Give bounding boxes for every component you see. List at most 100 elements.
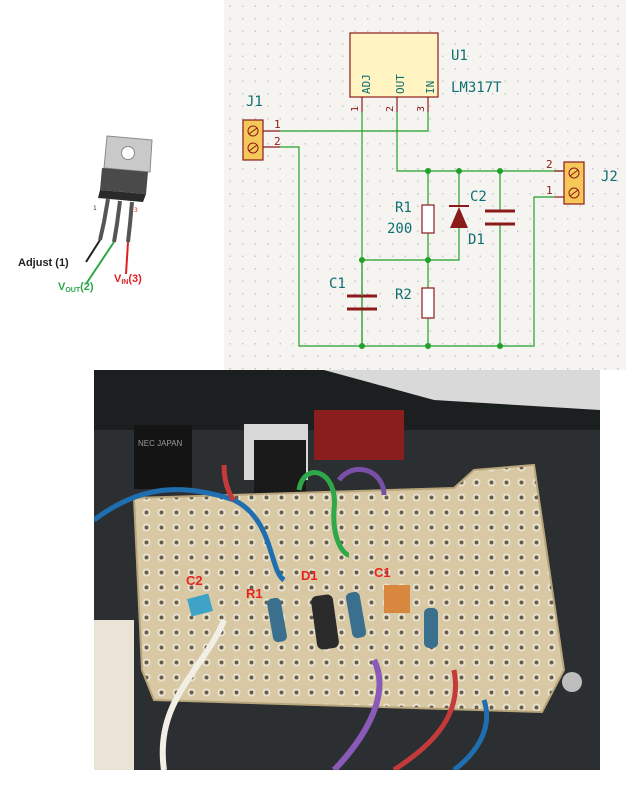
red-wire-bottom [392, 669, 458, 770]
vout-label-main: V [58, 281, 66, 293]
connector-j1: J1 1 2 [242, 94, 281, 161]
vout-label: VOUT(2) [58, 281, 94, 294]
wire-out-node [396, 112, 564, 172]
junction-dot [425, 168, 431, 174]
r1-body [421, 204, 435, 234]
metal-bracket [324, 370, 600, 410]
c2-ref: C2 [470, 189, 487, 205]
regulator-pins [361, 97, 429, 112]
adjust-label: Adjust (1) [18, 257, 69, 269]
pinout-illustration: 1 3 Adjust (1) VOUT(2) VIN(3) [0, 0, 224, 370]
leg-1 [98, 198, 110, 241]
junction-dot [497, 168, 503, 174]
adjust-leader [85, 239, 101, 263]
j2-pin-1: 1 [546, 184, 553, 197]
junctions [359, 168, 503, 349]
vout-label-sub: OUT [65, 287, 81, 294]
vout-leader [85, 241, 115, 285]
perfboard-photo: NEC JAPAN C2 R1 D1 C1 [94, 370, 600, 770]
vout-label-pin: (2) [80, 281, 94, 293]
vin-label-sub: IN [121, 279, 129, 286]
j2-pin-2: 2 [546, 158, 553, 171]
purple-wire-bottom [331, 658, 383, 770]
junction-dot [425, 343, 431, 349]
resistor-r2-photo [345, 591, 367, 639]
photo-label-d1: D1 [301, 568, 318, 583]
wire-adj-node [362, 228, 460, 261]
d1-ref: D1 [468, 232, 485, 248]
adjust-label-text: Adjust (1) [18, 257, 69, 269]
junction-dot [425, 257, 431, 263]
pin-name-adj: ADJ [360, 74, 373, 94]
leg-2 [112, 200, 122, 243]
resistor-r1: R1 200 [387, 200, 435, 237]
diode-d1-photo [311, 594, 339, 650]
photo-label-r1: R1 [246, 586, 263, 601]
j2-screw-2 [568, 187, 580, 199]
vin-label: VIN(3) [114, 273, 142, 286]
schematic-panel: ADJ OUT IN 1 2 3 U1 LM317T J1 1 2 [224, 0, 626, 370]
resistor-r2: R2 [395, 287, 435, 319]
wires [280, 112, 564, 347]
red-connector [314, 410, 404, 460]
package-legs [98, 198, 134, 243]
purple-wire-top [337, 466, 387, 496]
photo-svg: NEC JAPAN C2 R1 D1 C1 [94, 370, 600, 770]
d1-triangle [450, 207, 468, 228]
photo-label-c2: C2 [186, 573, 203, 588]
blue-wire-bottom [452, 699, 490, 770]
vin-leader [125, 241, 129, 275]
screw [562, 672, 582, 692]
pin-number-1: 1 [350, 106, 361, 112]
package-body-top [100, 168, 148, 194]
resistor-r1-photo [267, 597, 287, 643]
diode-d1: D1 [449, 205, 485, 248]
resistor-extra-photo [424, 608, 438, 648]
junction-dot [456, 168, 462, 174]
vin-label-pin: (3) [128, 273, 142, 285]
pin-name-in: IN [424, 81, 437, 94]
pin-mark-3: 3 [134, 207, 138, 214]
wire-j1-in [280, 112, 429, 132]
regulator-value: LM317T [451, 80, 502, 96]
j1-pin-2: 2 [274, 135, 281, 148]
j1-pin-1: 1 [274, 118, 281, 131]
chip-marking: NEC JAPAN [138, 439, 183, 448]
j2-ref: J2 [601, 169, 618, 185]
r1-ref: R1 [395, 200, 412, 216]
pin-mark-1: 1 [93, 205, 97, 212]
ceramic-cap-c2 [187, 593, 213, 617]
green-wire [296, 470, 350, 558]
vin-label-main: V [114, 273, 122, 285]
photo-label-c1: C1 [374, 565, 391, 580]
regulator-body [349, 32, 439, 98]
schematic-svg: ADJ OUT IN 1 2 3 U1 LM317T J1 1 2 [242, 32, 618, 349]
pin-number-2: 2 [385, 106, 396, 112]
capacitor-c2: C2 [470, 189, 515, 226]
to220-package [98, 135, 153, 202]
red-wire [221, 464, 236, 502]
junction-dot [497, 343, 503, 349]
white-wire [159, 618, 227, 770]
r2-body [421, 287, 435, 319]
j2-screw-1 [568, 167, 580, 179]
mounting-hole [121, 146, 135, 160]
terminal-strip [94, 620, 134, 770]
j1-ref: J1 [246, 94, 263, 110]
tantalum-cap-c1 [384, 585, 410, 613]
capacitor-c1: C1 [329, 260, 377, 311]
j1-screw-1 [247, 125, 259, 137]
regulator-ref: U1 [451, 48, 468, 64]
package-body-front [98, 190, 146, 202]
r1-value: 200 [387, 221, 412, 237]
junction-dot [359, 343, 365, 349]
wire-ground-rail [280, 146, 554, 347]
c1-ref: C1 [329, 276, 346, 292]
j1-screw-2 [247, 142, 259, 154]
pinout-svg: 1 3 [85, 135, 153, 285]
nec-chip [134, 425, 192, 489]
connector-j2: J2 2 1 [546, 158, 618, 205]
pin-name-out: OUT [394, 74, 407, 94]
r2-ref: R2 [395, 287, 412, 303]
leg-3 [126, 201, 134, 243]
